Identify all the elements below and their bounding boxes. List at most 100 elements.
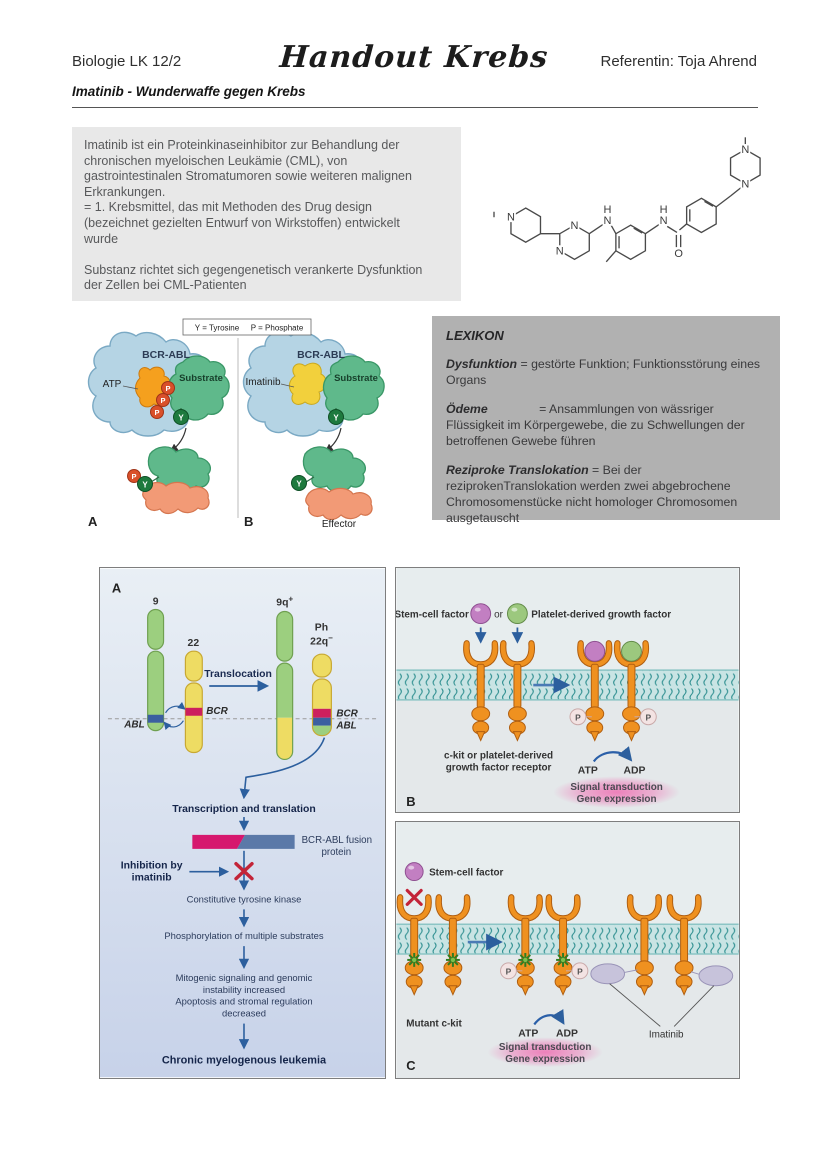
lexikon-term: Reziproke Translokation bbox=[446, 463, 589, 477]
svg-text:P: P bbox=[165, 384, 170, 393]
imatinib-shape bbox=[288, 362, 327, 405]
chromosome-22: 22 bbox=[184, 638, 203, 754]
atp-label: ATP bbox=[578, 765, 598, 776]
intro-line: = 1. Krebsmittel, das mit Methoden des D… bbox=[84, 200, 372, 215]
signal-label-2: Gene expression bbox=[577, 794, 657, 805]
lexikon-entry: Ödeme = Ansammlungen von wässriger Flüss… bbox=[446, 401, 766, 449]
svg-text:N: N bbox=[507, 211, 515, 223]
intro-line: chronischen myeloischen Leukämie (CML), … bbox=[84, 153, 348, 168]
svg-text:N: N bbox=[741, 144, 749, 156]
mechanism-panel-b: BCR-ABL Imatinib Substrate Y Y Effector … bbox=[242, 331, 385, 530]
svg-text:P: P bbox=[154, 408, 159, 417]
imatinib-pointer bbox=[280, 383, 295, 388]
intro-line: wurde bbox=[84, 231, 119, 246]
imatinib-label: Imatinib bbox=[245, 377, 280, 388]
panel-label: A bbox=[112, 581, 121, 596]
bcr-right-label: BCR bbox=[336, 709, 358, 720]
svg-text:N: N bbox=[741, 178, 749, 190]
phospho-p-right: P bbox=[639, 708, 657, 726]
imatinib-pointer-line bbox=[609, 983, 661, 1027]
tyrosine-circle: Y bbox=[328, 409, 344, 425]
translocation-label: Translocation bbox=[204, 669, 272, 680]
signal-label-1: Signal transduction bbox=[499, 1042, 591, 1053]
signal-glow bbox=[553, 776, 681, 809]
bcr-band bbox=[185, 707, 203, 716]
abl-label: ABL bbox=[123, 720, 144, 731]
fusion-label-2: protein bbox=[321, 847, 351, 858]
chromosome-ph: Ph 22q− bbox=[310, 622, 333, 737]
atp-label: ATP bbox=[103, 379, 122, 390]
panel-label: B bbox=[406, 794, 415, 809]
phospho-p-left: P bbox=[500, 962, 517, 980]
page-subtitle: Imatinib - Wunderwaffe gegen Krebs bbox=[72, 84, 306, 99]
intro-line: Imatinib ist ein Proteinkinaseinhibitor … bbox=[84, 138, 400, 152]
exchange-arrow-down bbox=[163, 720, 184, 730]
scf-ball bbox=[404, 862, 424, 882]
intro-line bbox=[84, 247, 449, 263]
pdgf-label: Platelet-derived growth factor bbox=[531, 610, 671, 621]
imatinib-label: Imatinib bbox=[649, 1029, 684, 1040]
substrate-label: Substrate bbox=[179, 373, 223, 384]
tyrosine-circle: Y bbox=[291, 475, 307, 491]
phospho-p-left: P bbox=[569, 708, 587, 726]
atp-pointer bbox=[122, 385, 139, 390]
atp-label: ATP bbox=[518, 1028, 538, 1039]
effector-label: Effector bbox=[322, 519, 357, 530]
mitogenic-line-2: instability increased bbox=[203, 984, 285, 995]
panel-b-label: B bbox=[244, 514, 253, 529]
figure-panel-c: Stem-cell factor Mutant c-kit P P ATP AD… bbox=[395, 821, 740, 1079]
svg-text:P: P bbox=[646, 712, 652, 722]
mutant-ckit-label: Mutant c-kit bbox=[406, 1018, 462, 1029]
adp-label: ADP bbox=[556, 1028, 578, 1039]
fusion-label-1: BCR-ABL fusion bbox=[302, 835, 372, 846]
lexikon-definition: = gestörte Funktion; Funktionsstörung ei… bbox=[446, 357, 761, 387]
imatinib-pointer-line bbox=[673, 985, 715, 1027]
fusion-bar-abl bbox=[237, 834, 295, 849]
mechanism-diagram: BCR-ABL ATP Substrate P P P Y P Y A bbox=[87, 318, 385, 530]
to-flowchart-arrow bbox=[239, 737, 326, 800]
signal-glow bbox=[487, 1037, 603, 1068]
lexikon-box: LEXIKON Dysfunktion = gestörte Funktion;… bbox=[432, 316, 780, 525]
atp-adp-arrow bbox=[533, 1009, 565, 1026]
phospho-p-right: P bbox=[571, 962, 589, 980]
ph22-label: 22q− bbox=[310, 633, 333, 647]
intro-line: der Zellen bei CML-Patienten bbox=[84, 278, 247, 293]
fusion-bar-bcr bbox=[192, 834, 245, 849]
svg-text:Y: Y bbox=[296, 480, 302, 489]
lexikon-term: Dysfunktion bbox=[446, 357, 518, 371]
signal-label-2: Gene expression bbox=[505, 1054, 585, 1065]
cml-flowchart: Transcription and translation BCR-ABL fu… bbox=[121, 804, 372, 1066]
lexikon-definition: = Ansammlungen von wässriger Flüssigkeit… bbox=[446, 402, 745, 448]
pdgf-ball-bound bbox=[621, 640, 642, 662]
legend-phosphate: P = Phosphate bbox=[251, 324, 304, 333]
receptor-caption-1: c-kit or platelet-derived bbox=[444, 750, 553, 761]
svg-text:N: N bbox=[660, 215, 668, 227]
cml-label: Chronic myelogenous leukemia bbox=[162, 1054, 327, 1066]
legend-tyrosine: Y = Tyrosine bbox=[195, 324, 240, 333]
intro-box: Imatinib ist ein Proteinkinaseinhibitor … bbox=[72, 127, 461, 301]
mutation-burst bbox=[517, 951, 534, 968]
chr22-label: 22 bbox=[188, 638, 200, 649]
cell-membrane bbox=[396, 669, 739, 701]
bcr-label: BCR bbox=[206, 706, 228, 717]
svg-text:P: P bbox=[131, 472, 136, 481]
figure-panel-a: A 9 22 ABL BCR Translocation bbox=[99, 567, 386, 1079]
signal-label-1: Signal transduction bbox=[570, 782, 662, 793]
svg-text:O: O bbox=[674, 248, 683, 260]
panel-label: C bbox=[406, 1058, 415, 1073]
course-label: Biologie LK 12/2 bbox=[72, 53, 182, 70]
svg-text:H: H bbox=[660, 204, 668, 216]
svg-text:P: P bbox=[506, 966, 512, 976]
lexikon-entry: Reziproke Translokation = Bei der rezipr… bbox=[446, 462, 766, 526]
receptor-caption-2: growth factor receptor bbox=[446, 762, 552, 773]
svg-text:Y: Y bbox=[178, 414, 184, 423]
or-label: or bbox=[494, 610, 504, 621]
panel-a-label: A bbox=[88, 514, 98, 529]
pdgf-ball bbox=[506, 603, 528, 625]
ph-label: Ph bbox=[315, 622, 328, 633]
atom-labels: N N N N H N H O N N bbox=[506, 144, 751, 260]
mutation-burst bbox=[406, 951, 423, 968]
mutation-burst bbox=[555, 951, 571, 968]
lexikon-term: Ödeme bbox=[446, 402, 488, 416]
protein-label: BCR-ABL bbox=[297, 349, 345, 361]
